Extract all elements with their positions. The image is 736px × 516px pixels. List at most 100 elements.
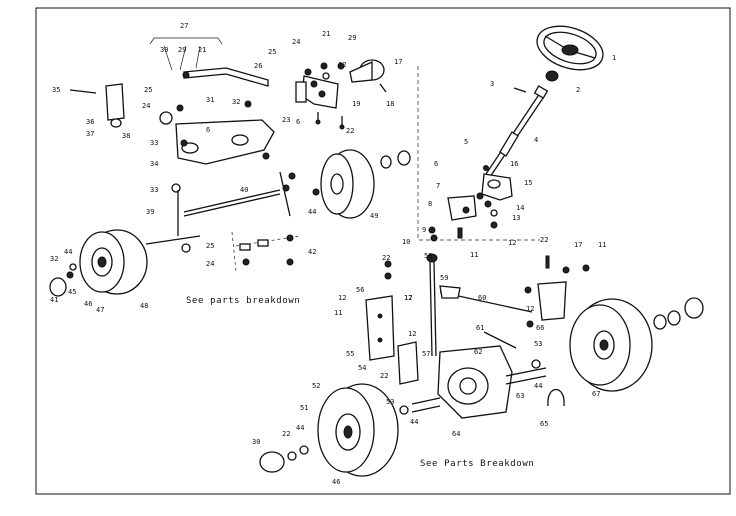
callout-22d: 22 xyxy=(380,372,388,380)
axle-pivot-hardware xyxy=(159,100,270,193)
callout-25c: 25 xyxy=(206,242,214,250)
callout-1: 1 xyxy=(612,54,616,62)
callout-15: 15 xyxy=(524,179,532,187)
callout-18: 18 xyxy=(386,100,394,108)
callout-36: 36 xyxy=(86,118,94,126)
callout-40: 40 xyxy=(240,186,248,194)
callout-8: 8 xyxy=(428,200,432,208)
callout-67: 67 xyxy=(592,390,600,398)
callout-25b: 25 xyxy=(144,86,152,94)
callout-63: 63 xyxy=(516,392,524,400)
spindle xyxy=(145,190,201,253)
rear-left-hub-parts xyxy=(259,445,309,473)
callout-44b: 44 xyxy=(308,208,316,216)
callout-6a: 6 xyxy=(206,126,210,134)
callout-26: 26 xyxy=(254,62,262,70)
sub-parts-front xyxy=(239,234,294,266)
callout-38: 38 xyxy=(122,132,130,140)
callout-17c: 17 xyxy=(404,294,412,302)
callout-10: 10 xyxy=(402,238,410,246)
roll-pin xyxy=(513,87,527,93)
callout-22a: 22 xyxy=(346,127,354,135)
callout-12f: 12 xyxy=(526,305,534,313)
callout-17a: 17 xyxy=(394,58,402,66)
callout-35: 35 xyxy=(52,86,60,94)
callout-37: 37 xyxy=(86,130,94,138)
control-rod xyxy=(439,285,533,349)
callout-24b: 24 xyxy=(142,102,150,110)
callout-57: 57 xyxy=(422,350,430,358)
leader-29-a xyxy=(179,45,187,71)
callout-55: 55 xyxy=(346,350,354,358)
front-axle-beam xyxy=(175,119,275,165)
callout-59: 59 xyxy=(440,274,448,282)
drag-link xyxy=(183,189,281,217)
pivot-bracket xyxy=(69,83,125,128)
steering-cap xyxy=(545,70,559,82)
callout-48: 48 xyxy=(140,302,148,310)
callouts: 1 2 3 4 5 6 6 6 7 8 9 10 11 11 11 12 12 … xyxy=(50,22,616,486)
callout-11a: 11 xyxy=(470,251,478,259)
callout-56: 56 xyxy=(356,286,364,294)
front-right-bearings xyxy=(380,150,411,169)
callout-19: 19 xyxy=(352,100,360,108)
callout-44d: 44 xyxy=(410,418,418,426)
callout-33a: 33 xyxy=(150,139,158,147)
callout-12b: 12 xyxy=(508,239,516,247)
callout-12a: 12 xyxy=(338,61,346,69)
steering-wheel xyxy=(536,25,604,71)
callout-44e: 44 xyxy=(296,424,304,432)
callout-24c: 24 xyxy=(206,260,214,268)
rear-left-wheel xyxy=(317,383,399,477)
callout-49: 49 xyxy=(370,212,378,220)
callout-12c: 12 xyxy=(338,294,346,302)
callout-25a: 25 xyxy=(268,48,276,56)
leader-30-a xyxy=(163,45,173,71)
rear-right-hub-parts xyxy=(653,297,704,330)
rear-right-wheel xyxy=(569,298,653,392)
rear-bracket xyxy=(524,255,590,328)
callout-16: 16 xyxy=(510,160,518,168)
callout-12d: 12 xyxy=(404,294,412,302)
callout-51: 51 xyxy=(300,404,308,412)
callout-62: 62 xyxy=(474,348,482,356)
callout-65: 65 xyxy=(540,420,548,428)
callout-61: 61 xyxy=(476,324,484,332)
callout-46b: 46 xyxy=(332,478,340,486)
steering-support-bracket xyxy=(295,62,345,130)
callout-47: 47 xyxy=(96,306,104,314)
steering-gear-bracket xyxy=(447,173,513,221)
shift-bracket-left xyxy=(365,295,395,361)
callout-3: 3 xyxy=(490,80,494,88)
callout-23: 23 xyxy=(282,116,290,124)
callout-6b: 6 xyxy=(296,118,300,126)
callout-22e: 22 xyxy=(282,430,290,438)
callout-13: 13 xyxy=(512,214,520,222)
callout-2: 2 xyxy=(576,86,580,94)
callout-12e: 12 xyxy=(408,330,416,338)
upper-arm-linkage xyxy=(182,67,269,87)
callout-22b: 22 xyxy=(540,236,548,244)
callout-11b: 11 xyxy=(598,241,606,249)
callout-60: 60 xyxy=(478,294,486,302)
shift-bracket-right xyxy=(384,260,419,385)
leader-21-a xyxy=(195,45,201,69)
callout-7: 7 xyxy=(436,182,440,190)
callout-45: 45 xyxy=(68,288,76,296)
callout-29b: 29 xyxy=(348,34,356,42)
callout-42: 42 xyxy=(308,248,316,256)
callout-14: 14 xyxy=(516,204,524,212)
hitch-clip xyxy=(531,359,565,407)
callout-58: 58 xyxy=(424,252,432,260)
callout-53b: 53 xyxy=(386,398,394,406)
transaxle xyxy=(399,345,547,419)
callout-46a: 46 xyxy=(84,300,92,308)
callout-5: 5 xyxy=(464,138,468,146)
callout-66: 66 xyxy=(536,324,544,332)
callout-64: 64 xyxy=(452,430,460,438)
callout-33b: 33 xyxy=(150,186,158,194)
shift-lever xyxy=(426,253,438,357)
caption-front-breakdown: See parts breakdown xyxy=(186,296,300,306)
callout-4: 4 xyxy=(534,136,538,144)
